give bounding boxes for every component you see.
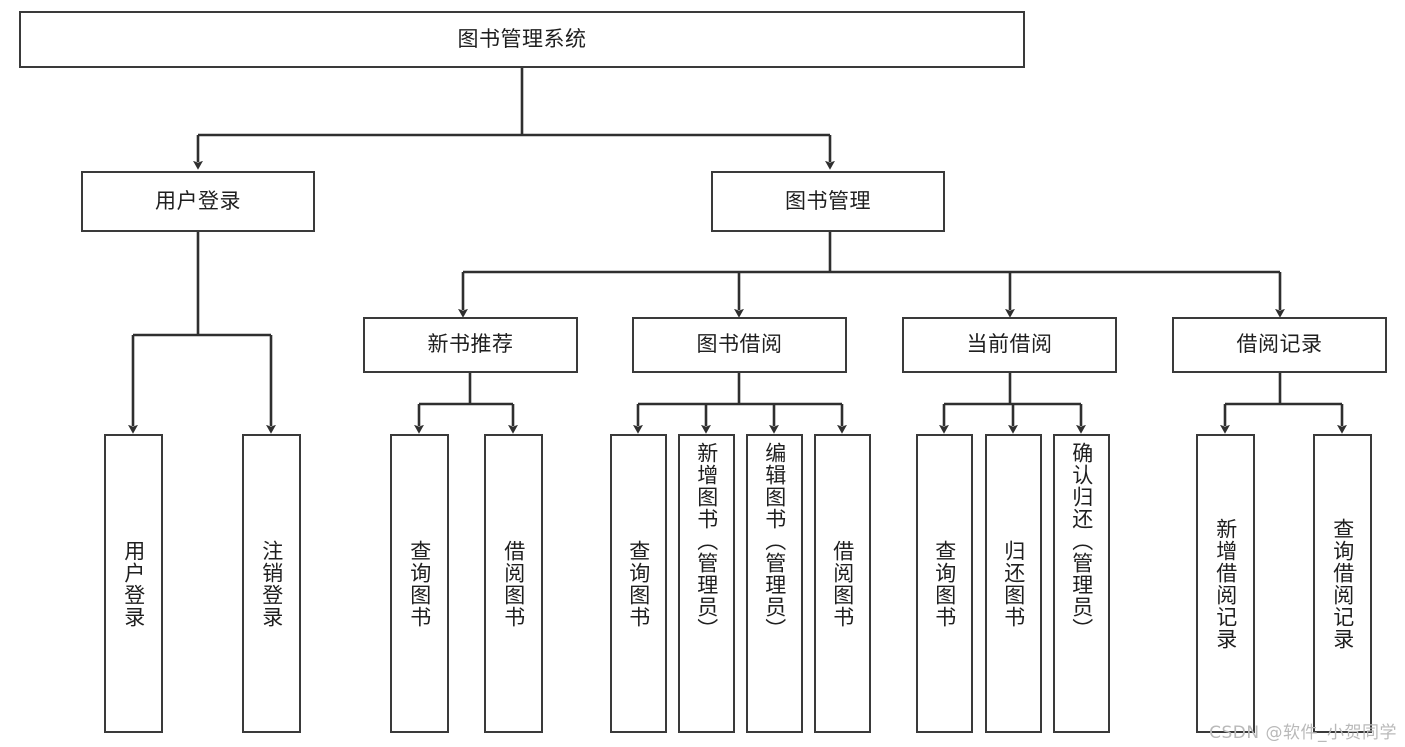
node-label: 图书管理系统 xyxy=(457,26,587,51)
node-label: 新增借阅记录 xyxy=(1213,517,1238,650)
node-label: 图书管理 xyxy=(785,188,871,213)
node-leaf-borrow-book[interactable]: 借阅图书 xyxy=(814,434,871,733)
node-leaf-confirm-return[interactable]: 确认归还（管理员） xyxy=(1053,434,1110,733)
node-leaf-return-book[interactable]: 归还图书 xyxy=(985,434,1042,733)
node-label: 借阅图书 xyxy=(501,539,526,628)
csdn-watermark: CSDN @软件_小贺同学 xyxy=(1209,723,1397,743)
node-label: 用户登录 xyxy=(121,539,146,628)
node-label: 归还图书 xyxy=(1001,539,1026,628)
node-leaf-borrow-book-rec[interactable]: 借阅图书 xyxy=(484,434,543,733)
node-label: 查询图书 xyxy=(932,539,957,628)
node-label: 用户登录 xyxy=(155,188,241,213)
node-root-system[interactable]: 图书管理系统 xyxy=(19,11,1025,68)
node-leaf-add-book[interactable]: 新增图书（管理员） xyxy=(678,434,735,733)
node-current-borrow[interactable]: 当前借阅 xyxy=(902,317,1117,373)
node-label: 借阅记录 xyxy=(1236,332,1323,357)
node-label: 注销登录 xyxy=(259,539,284,628)
node-leaf-user-login[interactable]: 用户登录 xyxy=(104,434,163,733)
node-new-book-recommendation[interactable]: 新书推荐 xyxy=(363,317,578,373)
node-label: 查询图书 xyxy=(626,539,651,628)
node-label: 编辑图书（管理员） xyxy=(762,442,787,640)
node-label: 新增图书（管理员） xyxy=(694,442,719,640)
node-user-login[interactable]: 用户登录 xyxy=(81,171,315,232)
node-leaf-edit-book[interactable]: 编辑图书（管理员） xyxy=(746,434,803,733)
node-leaf-query-book-borrow[interactable]: 查询图书 xyxy=(610,434,667,733)
node-label: 图书借阅 xyxy=(696,332,783,357)
node-borrow-record[interactable]: 借阅记录 xyxy=(1172,317,1387,373)
node-leaf-query-book-current[interactable]: 查询图书 xyxy=(916,434,973,733)
node-label: 查询图书 xyxy=(407,539,432,628)
node-label: 借阅图书 xyxy=(830,539,855,628)
node-leaf-add-borrow-record[interactable]: 新增借阅记录 xyxy=(1196,434,1255,733)
node-leaf-query-borrow-record[interactable]: 查询借阅记录 xyxy=(1313,434,1372,733)
node-label: 当前借阅 xyxy=(966,332,1053,357)
node-label: 确认归还（管理员） xyxy=(1069,442,1094,640)
node-label: 查询借阅记录 xyxy=(1330,517,1355,650)
node-label: 新书推荐 xyxy=(427,332,514,357)
node-book-management[interactable]: 图书管理 xyxy=(711,171,945,232)
node-leaf-query-book-rec[interactable]: 查询图书 xyxy=(390,434,449,733)
node-leaf-logout[interactable]: 注销登录 xyxy=(242,434,301,733)
node-book-borrow[interactable]: 图书借阅 xyxy=(632,317,847,373)
